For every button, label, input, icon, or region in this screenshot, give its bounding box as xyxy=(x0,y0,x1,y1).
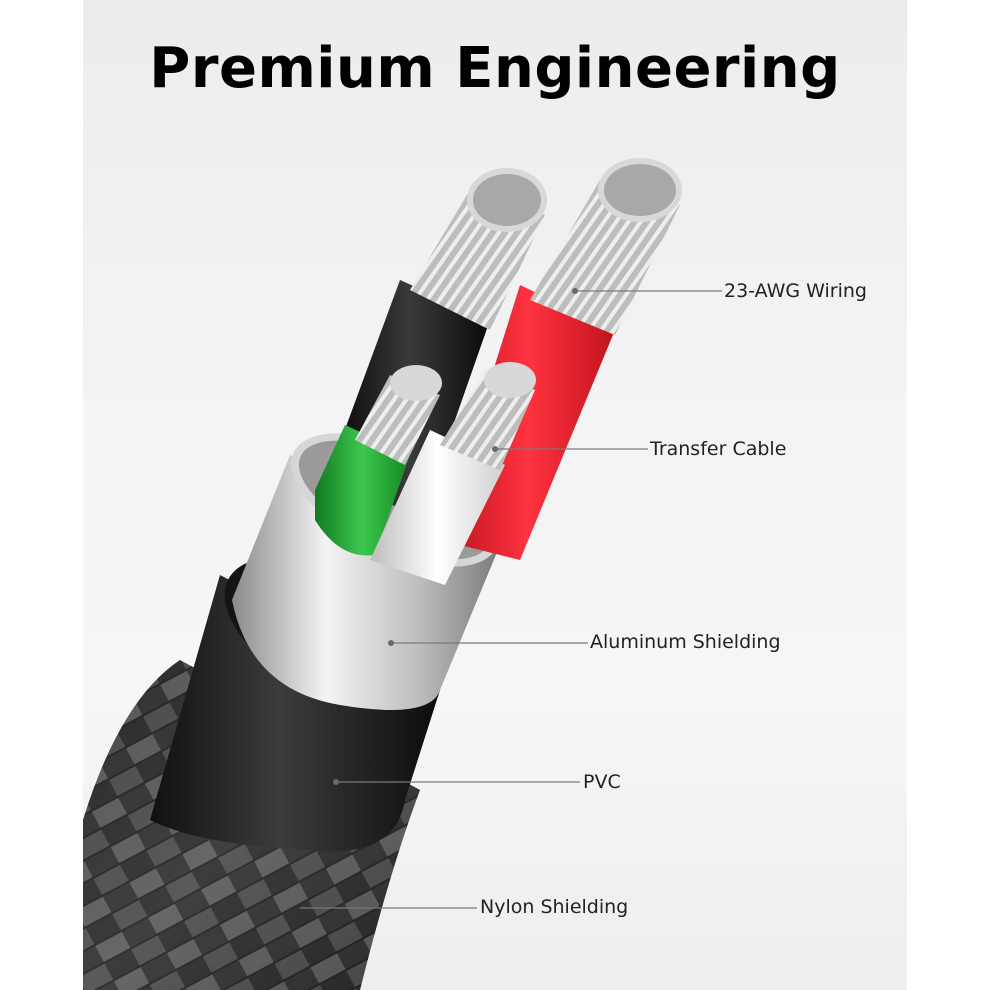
label-23-awg-wiring: 23-AWG Wiring xyxy=(724,280,867,302)
green-wire xyxy=(315,365,442,556)
page-title: Premium Engineering xyxy=(149,36,841,101)
callout-dots xyxy=(333,288,578,785)
callout-lines xyxy=(300,290,722,909)
label-nylon-shielding: Nylon Shielding xyxy=(480,896,629,918)
label-pvc: PVC xyxy=(583,771,621,793)
white-wire xyxy=(370,362,536,585)
label-transfer-cable: Transfer Cable xyxy=(650,438,787,460)
label-aluminum-shielding: Aluminum Shielding xyxy=(590,631,781,653)
